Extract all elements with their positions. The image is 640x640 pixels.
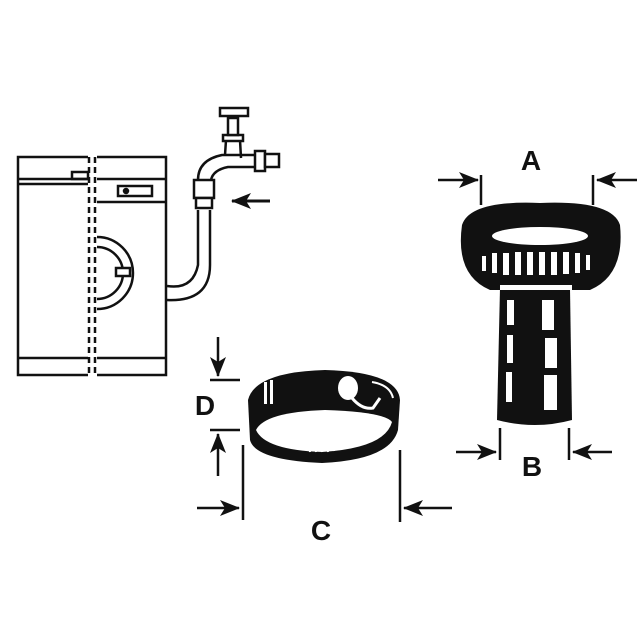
dimension-c	[197, 445, 452, 522]
dimension-a	[438, 172, 637, 205]
hose-barb-fitting	[460, 202, 621, 425]
label-b: B	[522, 451, 542, 482]
dimension-b	[456, 428, 612, 460]
label-d: D	[195, 390, 215, 421]
dimension-d	[210, 337, 240, 476]
washing-machine	[16, 155, 168, 377]
control-knob-icon	[116, 184, 154, 198]
hose-clamp	[248, 370, 400, 463]
faucet-handle-icon	[218, 106, 250, 118]
label-c: C	[311, 515, 331, 546]
label-a: A	[521, 145, 541, 176]
hose-and-faucet	[166, 106, 281, 302]
door-icon	[96, 235, 135, 311]
